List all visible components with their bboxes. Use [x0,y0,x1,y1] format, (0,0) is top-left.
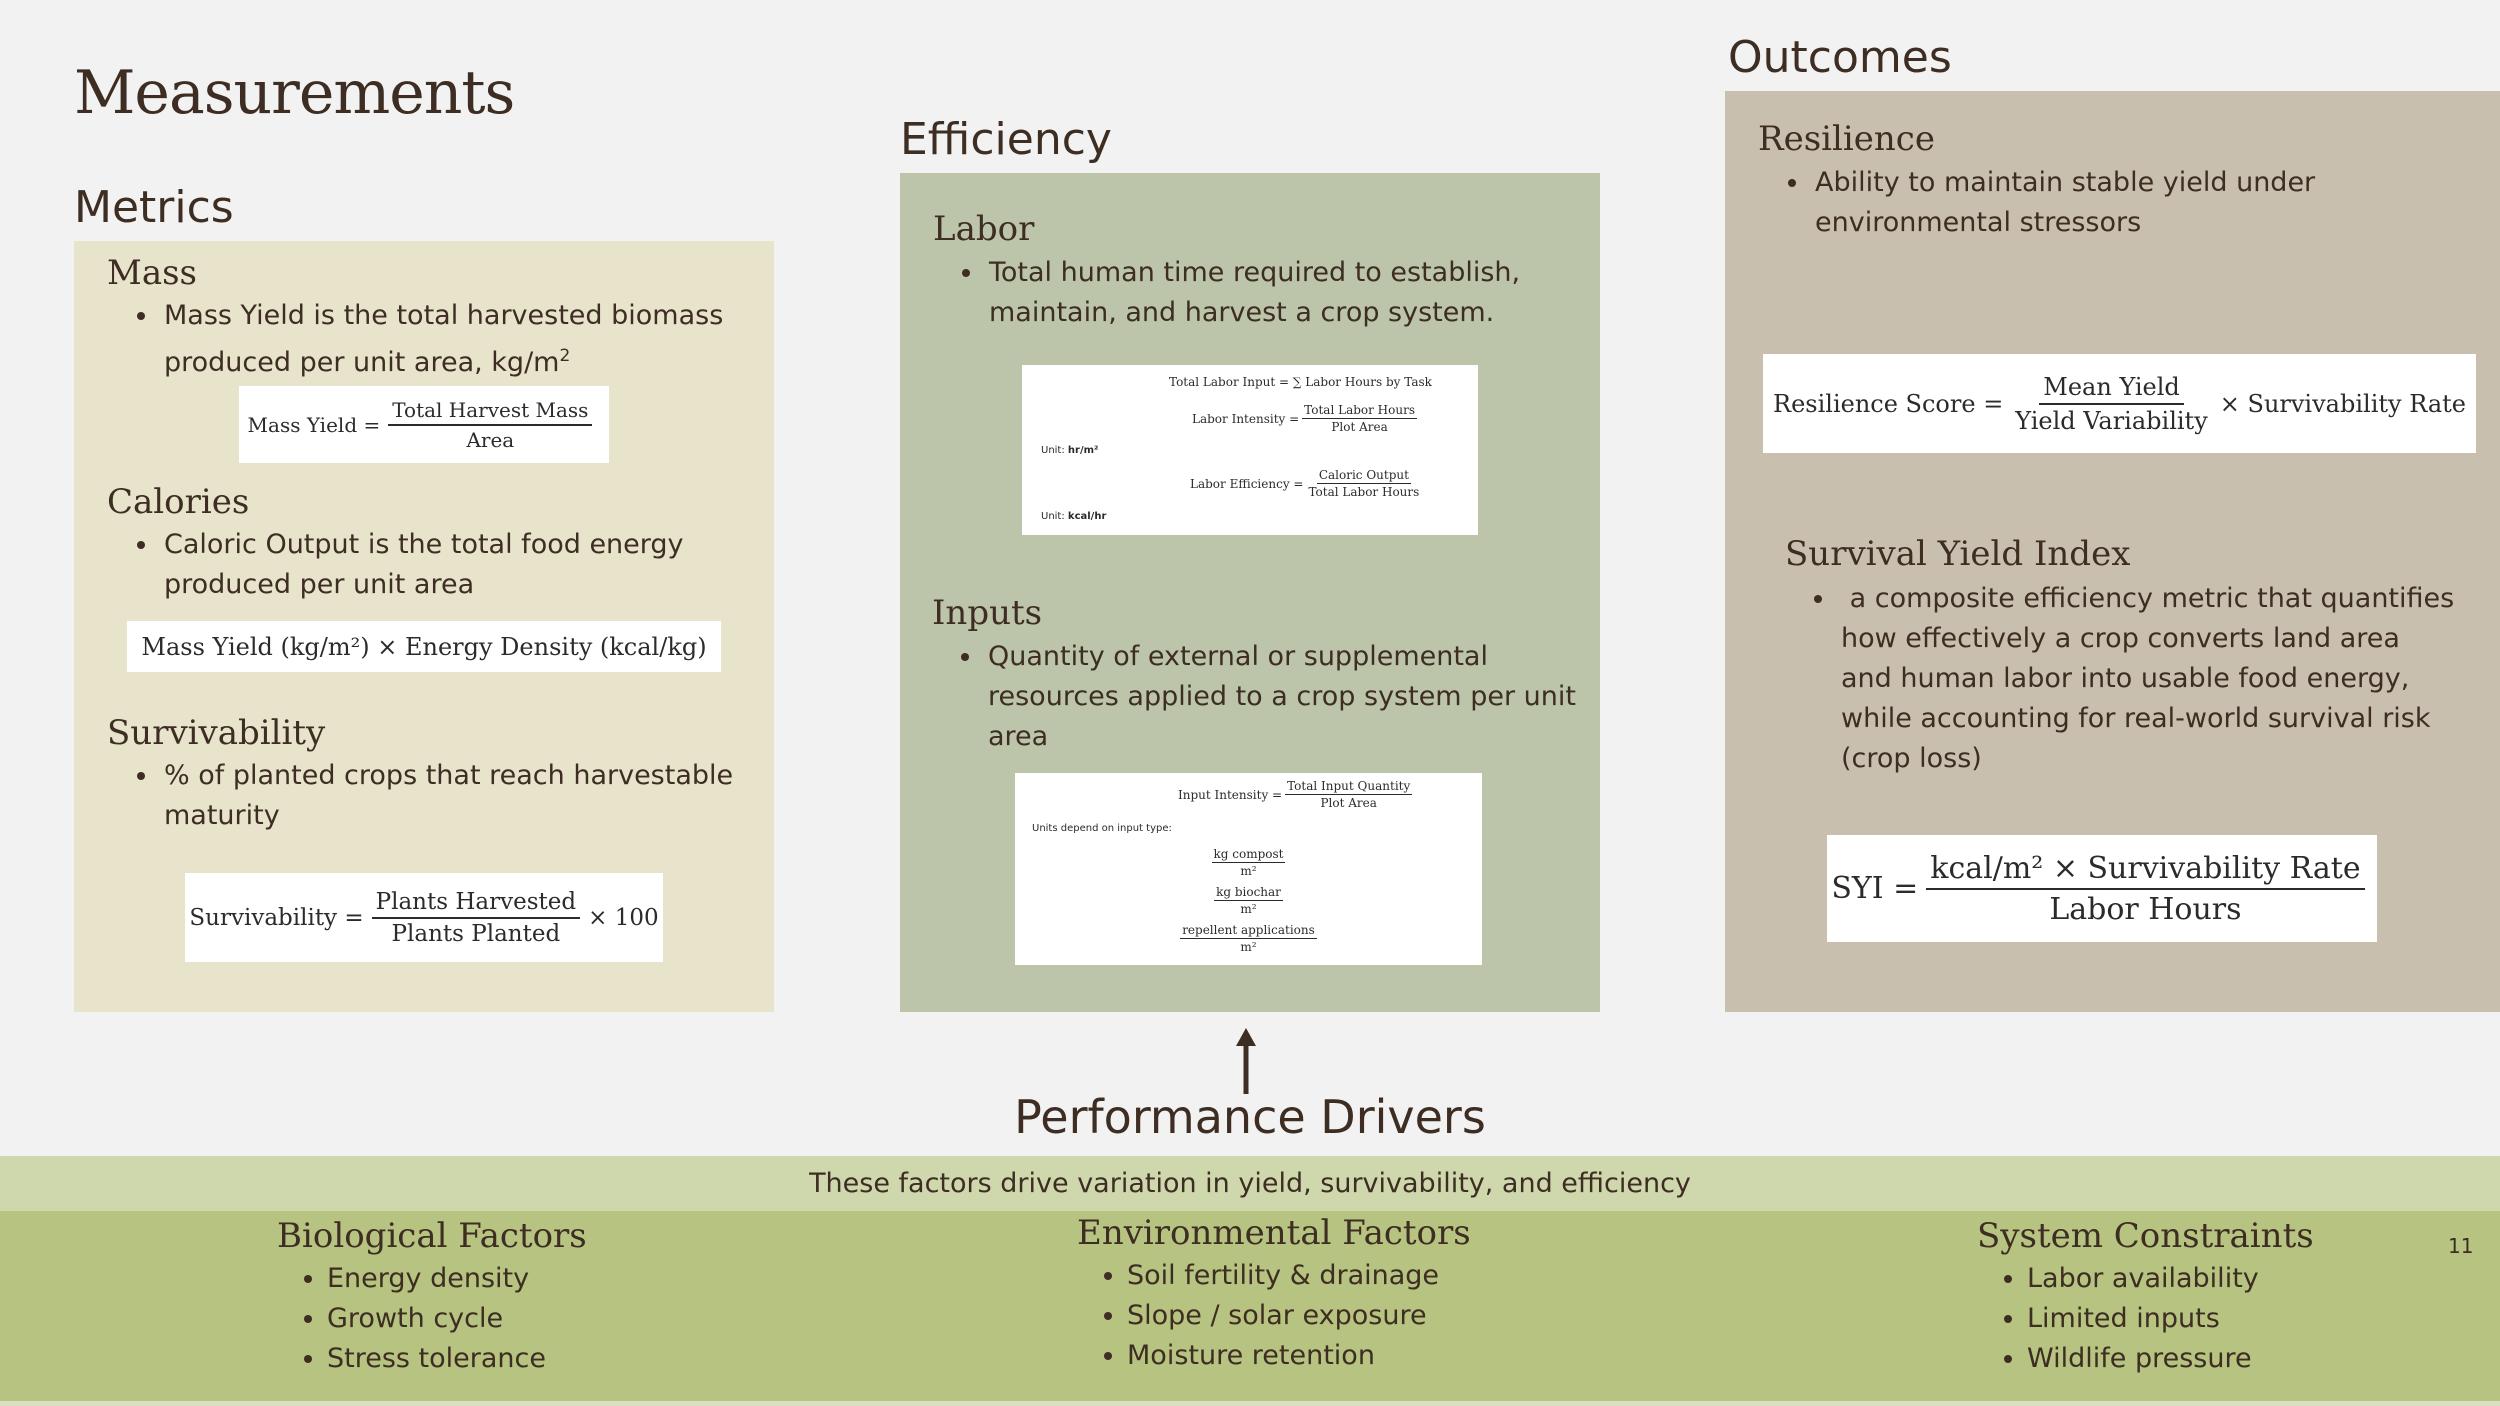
labor-formula: Total Labor Input = ∑ Labor Hours by Tas… [1022,365,1478,535]
efficiency-title: Efficiency [900,114,1112,165]
calories-bullet: Caloric Output is the total food energy … [160,525,760,605]
system-constraints-title: System Constraints [1977,1216,2314,1256]
efficiency-panel: Labor Total human time required to estab… [900,173,1600,1012]
page-number: 11 [2448,1234,2474,1258]
biological-factor-item: Energy density [327,1259,546,1299]
labor-intensity-unit: Unit: hr/m² [1041,445,1099,456]
mass-bullet: Mass Yield is the total harvested biomas… [160,296,760,383]
metrics-panel: Mass Mass Yield is the total harvested b… [74,241,774,1012]
biological-factors-list: Energy density Growth cycle Stress toler… [293,1259,546,1379]
biological-factors-title: Biological Factors [277,1216,587,1256]
units-note: Units depend on input type: [1032,823,1172,834]
environmental-factors-list: Soil fertility & drainage Slope / solar … [1093,1256,1439,1376]
bottom-edge-strip [0,1401,2500,1406]
resilience-bullet: Ability to maintain stable yield under e… [1811,163,2371,243]
syi-bullets: a composite efficiency metric that quant… [1803,579,2457,779]
inputs-bullets: Quantity of external or supplemental res… [950,637,1594,757]
biological-factor-item: Growth cycle [327,1299,546,1339]
total-labor-input-eq: Total Labor Input = ∑ Labor Hours by Tas… [1169,375,1432,389]
system-constraint-item: Limited inputs [2027,1299,2259,1339]
system-constraints-list: Labor availability Limited inputs Wildli… [1993,1259,2259,1379]
inputs-bullet: Quantity of external or supplemental res… [984,637,1594,757]
survivability-title: Survivability [107,713,326,753]
biological-factor-item: Stress tolerance [327,1339,546,1379]
mass-title: Mass [107,253,197,293]
labor-bullets: Total human time required to establish, … [951,253,1595,333]
mass-bullets: Mass Yield is the total harvested biomas… [126,296,760,383]
metrics-title: Metrics [74,182,234,233]
labor-bullet: Total human time required to establish, … [985,253,1595,333]
drivers-subtitle-band: These factors drive variation in yield, … [0,1156,2500,1211]
resilience-bullets: Ability to maintain stable yield under e… [1777,163,2371,243]
labor-efficiency-unit: Unit: kcal/hr [1041,511,1107,522]
calories-formula: Mass Yield (kg/m²) × Energy Density (kca… [127,621,721,672]
environmental-factor-item: Moisture retention [1127,1336,1439,1376]
drivers-subtitle: These factors drive variation in yield, … [809,1168,1691,1199]
system-constraint-item: Wildlife pressure [2027,1339,2259,1379]
survivability-bullets: % of planted crops that reach harvestabl… [126,756,760,836]
calories-title: Calories [107,482,250,522]
environmental-factors-title: Environmental Factors [1077,1213,1471,1253]
labor-title: Labor [933,209,1035,249]
resilience-title: Resilience [1758,119,1935,159]
environmental-factor-item: Soil fertility & drainage [1127,1256,1439,1296]
syi-title: Survival Yield Index [1785,534,2131,574]
up-arrow-icon [1236,1028,1256,1094]
survivability-bullet: % of planted crops that reach harvestabl… [160,756,760,836]
calories-bullets: Caloric Output is the total food energy … [126,525,760,605]
environmental-factor-item: Slope / solar exposure [1127,1296,1439,1336]
outcomes-panel: Resilience Ability to maintain stable yi… [1725,91,2500,1012]
system-constraint-item: Labor availability [2027,1259,2259,1299]
page-title: Measurements [74,58,515,128]
outcomes-title: Outcomes [1728,32,1952,83]
syi-bullet: a composite efficiency metric that quant… [1837,579,2457,779]
drivers-band: Biological Factors Energy density Growth… [0,1211,2500,1406]
performance-drivers-title: Performance Drivers [1014,1090,1486,1144]
inputs-title: Inputs [932,593,1043,633]
